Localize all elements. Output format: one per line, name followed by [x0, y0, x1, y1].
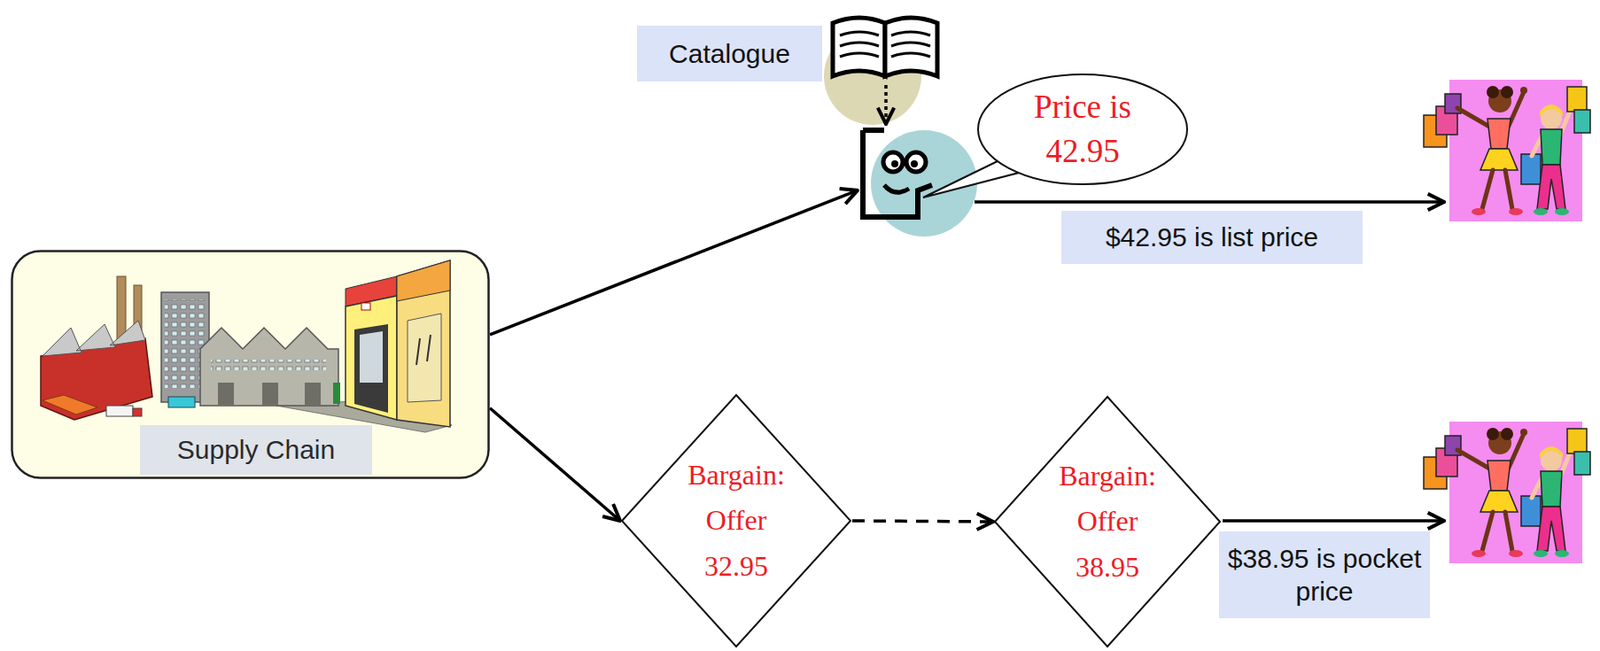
catalogue-book-icon	[832, 17, 938, 77]
node-text: Catalogue	[668, 38, 791, 70]
text-area: Bargain: Offer 38.95	[1047, 446, 1168, 598]
dotted-arrow	[884, 85, 888, 125]
text-area: Supply Chain	[139, 425, 373, 475]
factory-illustration	[40, 260, 452, 433]
bubble-outline	[978, 74, 1188, 185]
text-area: Price is 42.95	[1002, 85, 1163, 174]
rounded-box	[12, 251, 490, 479]
node-text: Price is 42.95	[1002, 85, 1163, 174]
diamond-outline	[621, 395, 851, 647]
arrow-to-shoppers	[974, 200, 1445, 204]
text-area: Catalogue	[636, 25, 823, 82]
decision-diamond: Bargain: Offer 32.95	[620, 393, 853, 649]
shoppers-picture	[1423, 421, 1591, 564]
decision-diamond: Bargain: Offer 38.95	[993, 395, 1222, 649]
flow-arrow	[489, 190, 858, 335]
price-label-patch: $38.95 is pocket price	[1219, 531, 1430, 619]
supply-chain-box: Supply Chain	[10, 249, 490, 480]
dashed-arrow	[852, 520, 994, 522]
shoppers-picture	[1423, 79, 1591, 222]
text-area: Bargain: Offer 32.95	[675, 445, 797, 597]
price-label: $38.95 is pocket price	[1226, 542, 1423, 609]
node-text: Supply Chain	[177, 434, 335, 467]
arrow-to-shoppers	[1222, 519, 1445, 523]
catalogue-box: Catalogue	[636, 25, 823, 82]
node-text: Bargain: Offer 38.95	[1047, 453, 1168, 591]
node-text: Bargain: Offer 32.95	[675, 452, 797, 590]
price-label-patch: $42.95 is list price	[1061, 210, 1363, 265]
diamond-outline	[994, 396, 1220, 647]
flow-arrow	[489, 408, 621, 521]
price-label: $42.95 is list price	[1105, 220, 1319, 255]
